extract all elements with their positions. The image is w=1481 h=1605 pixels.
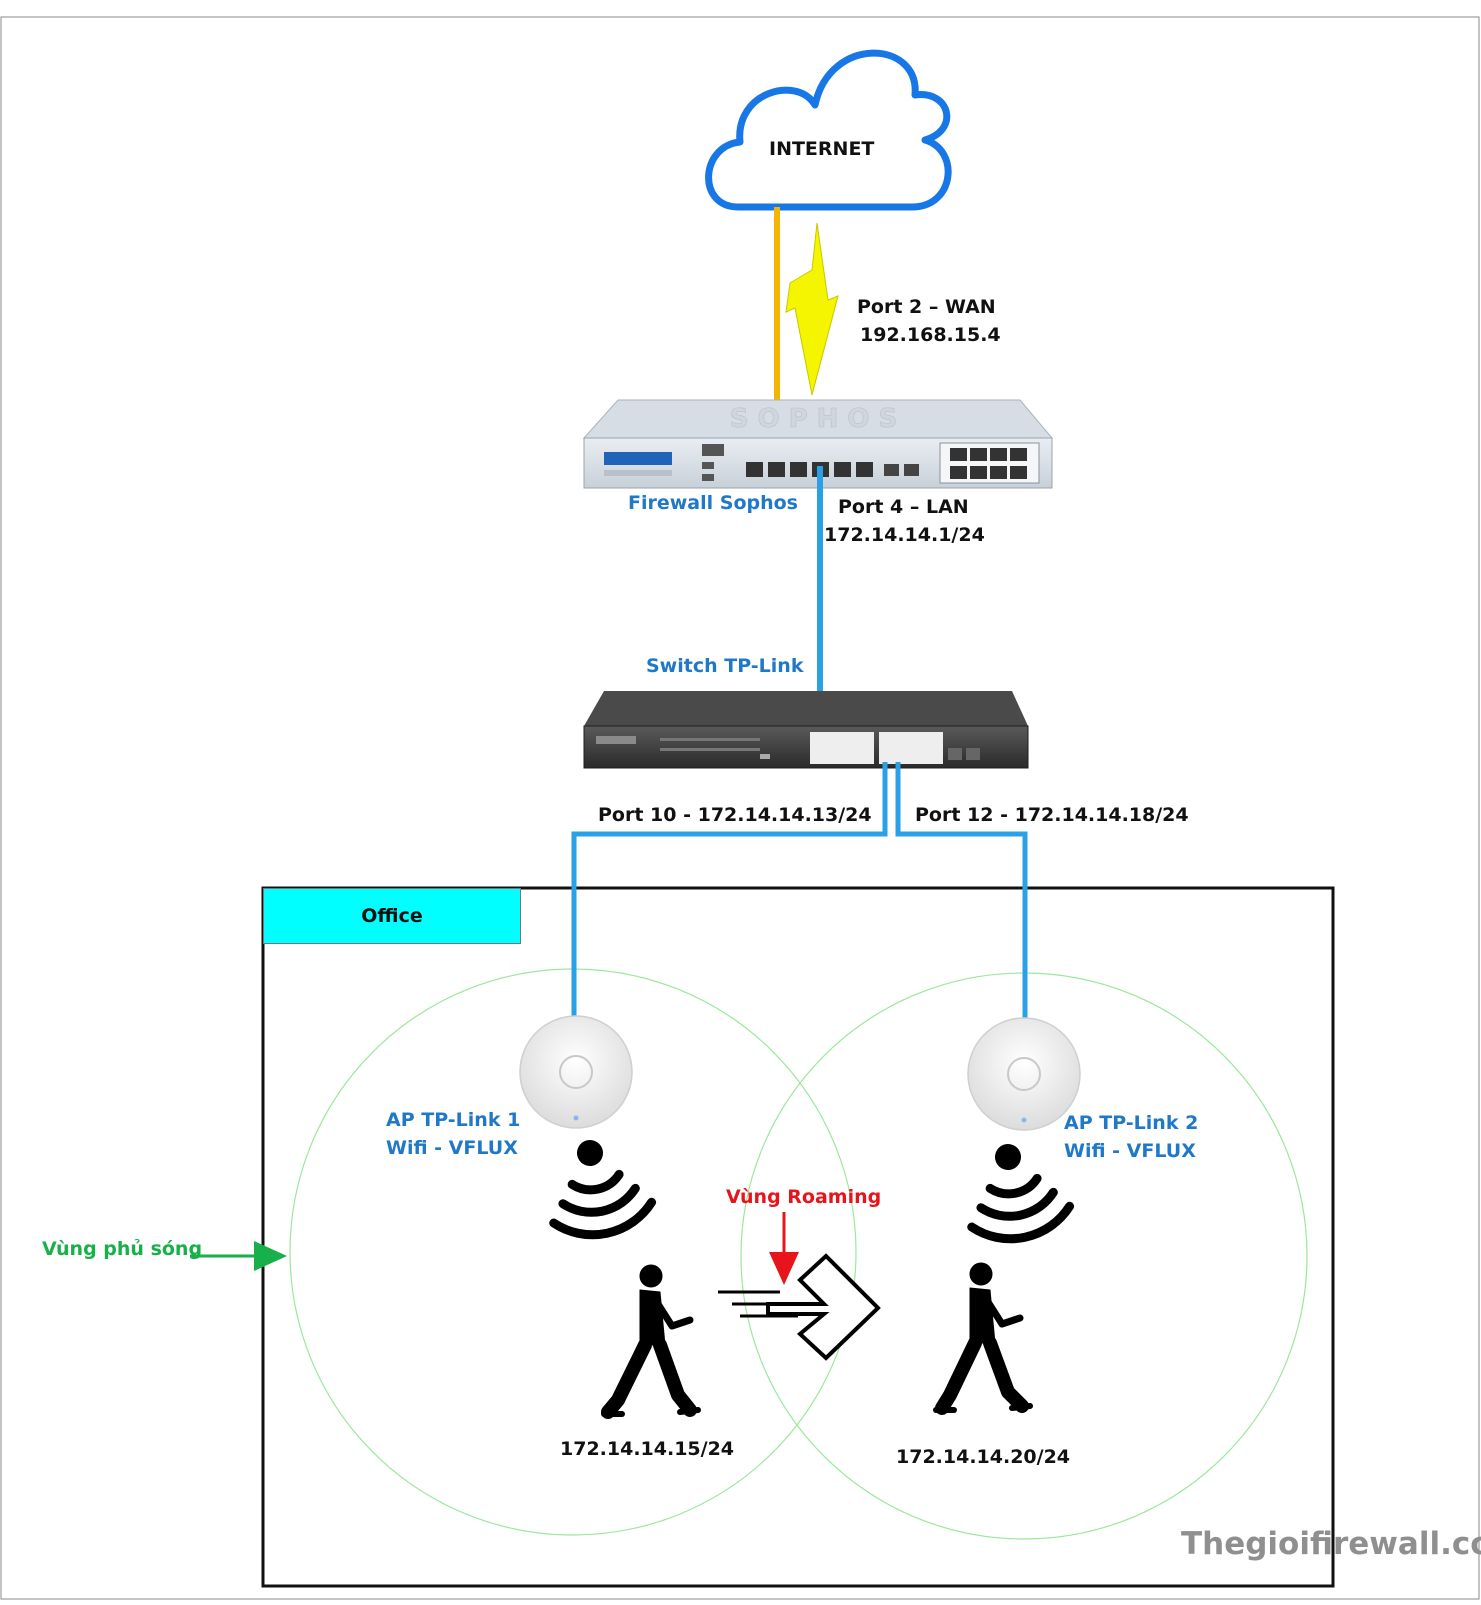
sophos-firewall-icon: SOPHOS [582,399,1054,489]
outer-frame [0,16,1480,1600]
internet-cloud-icon [705,49,952,211]
walking-person-icon-2 [933,1262,1033,1415]
client1-ip-label: 172.14.14.15/24 [560,1438,735,1460]
roaming-direction-arrow-icon [718,1253,881,1361]
ap1-ssid-label: Wifi - VFLUX [386,1137,518,1159]
firewall-label: Firewall Sophos [628,492,798,514]
port12-label: Port 12 - 172.14.14.18/24 [915,804,1189,826]
coverage-label: Vùng phủ sóng [42,1238,203,1260]
ap2-ssid-label: Wifi - VFLUX [1064,1140,1196,1162]
wifi-signal-icon-1 [549,1140,657,1240]
access-point-2-icon [967,1017,1081,1131]
switch-label: Switch TP-Link [646,655,804,677]
access-point-1-icon [519,1015,633,1129]
internet-label: INTERNET [769,138,875,160]
walking-person-icon-1 [601,1264,701,1419]
svg-text:SOPHOS: SOPHOS [730,404,906,434]
client2-ip-label: 172.14.14.20/24 [896,1446,1071,1468]
tplink-switch-icon [583,691,1029,769]
lan-ip-label: 172.14.14.1/24 [824,524,985,546]
office-label: Office [361,904,423,927]
ap2-name-label: AP TP-Link 2 [1064,1112,1199,1134]
wan-port-label: Port 2 – WAN [857,296,996,318]
roaming-label: Vùng Roaming [726,1186,882,1208]
watermark: Thegioifirewall.com [1181,1526,1481,1562]
cable-port10-ap1 [571,762,888,1022]
office-tab: Office [263,888,521,944]
ap1-name-label: AP TP-Link 1 [386,1109,521,1131]
wan-ip-label: 192.168.15.4 [860,324,1001,346]
wifi-signal-icon-2 [967,1144,1075,1244]
port10-label: Port 10 - 172.14.14.13/24 [598,804,872,826]
office-boundary [261,886,1335,1588]
cable-port12-ap2 [895,762,1028,1022]
lan-port-label: Port 4 – LAN [838,496,969,518]
wireless-bolt-icon [785,222,839,396]
